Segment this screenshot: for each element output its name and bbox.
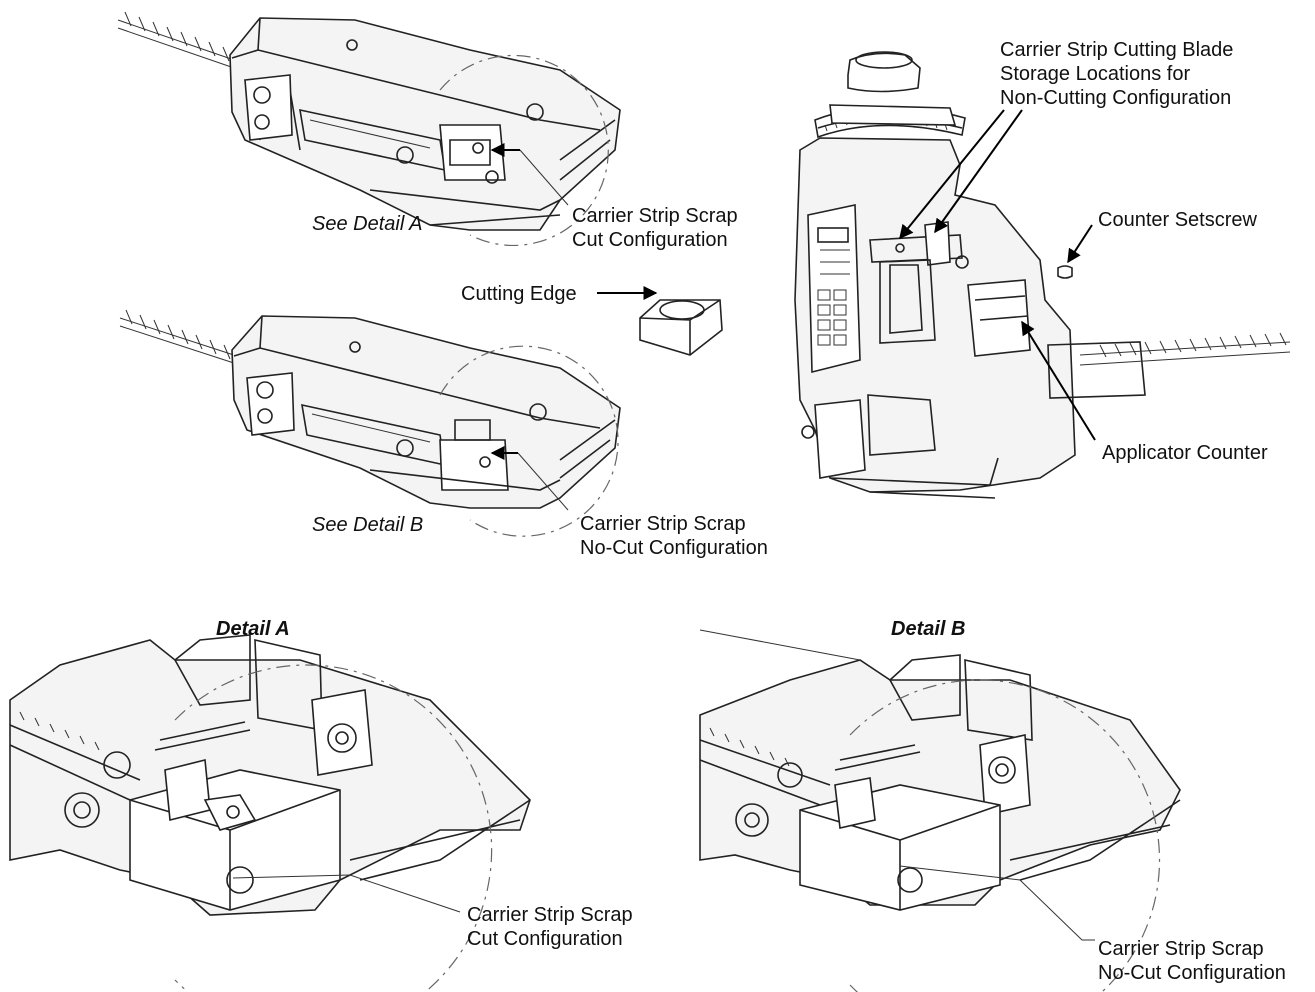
cut-configuration-callout: Carrier Strip Scrap Cut Configuration [572, 205, 738, 251]
detail-a-illustration [9, 634, 531, 992]
applicator-counter-label: Applicator Counter [1102, 442, 1268, 464]
see-detail-a-label: See Detail A [312, 213, 423, 235]
nocut-configuration-detail-callout: Carrier Strip Scrap No-Cut Configuration [1098, 938, 1286, 984]
cutting-edge-blade [639, 299, 723, 356]
detail-a-title: Detail A [216, 618, 290, 640]
detail-b-illustration [699, 629, 1181, 992]
blade-storage-callout: Carrier Strip Cutting Blade Storage Loca… [1000, 39, 1234, 109]
applicator-assembly-cut [117, 11, 621, 246]
see-detail-b-label: See Detail B [312, 514, 424, 536]
terminal-strip-top [117, 11, 241, 71]
nocut-configuration-callout: Carrier Strip Scrap No-Cut Configuration [580, 513, 768, 559]
applicator-assembly-nocut [119, 309, 621, 537]
cut-configuration-detail-callout: Carrier Strip Scrap Cut Configuration [467, 904, 633, 950]
callout-lines [232, 109, 1096, 941]
applicator-machine [794, 51, 1291, 499]
cutting-edge-label: Cutting Edge [461, 283, 577, 305]
terminal-strip-middle [119, 309, 241, 366]
detail-b-title: Detail B [891, 618, 966, 640]
counter-setscrew-label: Counter Setscrew [1098, 209, 1257, 231]
